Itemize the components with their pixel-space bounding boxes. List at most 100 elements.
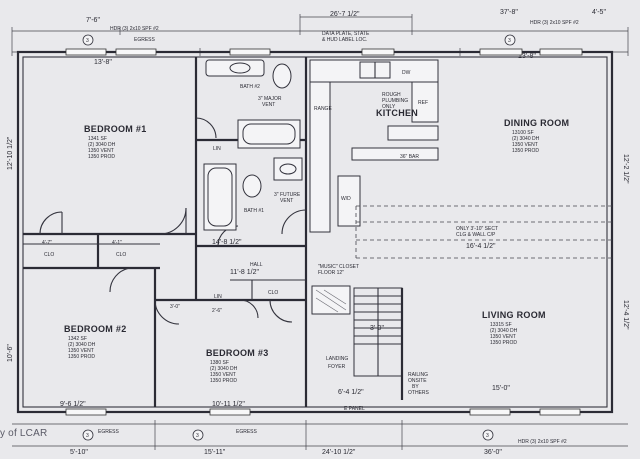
dim-stair-width: 3'-0" — [370, 325, 384, 332]
bath1-fixtures — [203, 157, 303, 231]
toilet — [242, 174, 262, 198]
label-ref: REF — [418, 100, 428, 106]
room-bath2-name: BATH #2 — [240, 84, 260, 90]
room-bath2-note: 3" MAJOR — [258, 96, 282, 102]
room-bath2-note: VENT — [262, 102, 275, 108]
dim-top-right-b: 4'-5" — [592, 9, 606, 16]
room-lin2-name: LIN — [214, 294, 222, 300]
dim-bottom-left: 5'-10" — [70, 449, 88, 456]
window-tag-label: 3 — [486, 433, 489, 439]
dim-bottom-right: 36'-0" — [484, 449, 502, 456]
room-bedroom2-name: BEDROOM #2 — [64, 324, 127, 334]
label-wd: W/D — [341, 196, 351, 202]
note-rough-plumbing-2: PLUMBING — [382, 98, 408, 104]
room-bath1-name: BATH #1 — [244, 208, 264, 214]
dim-clo-width: 3'-0" — [170, 304, 180, 310]
room-living-note: 1350 PROD — [490, 340, 517, 346]
room-living-note: (2) 3040 DH — [490, 328, 518, 334]
window-tag-label: 3 — [508, 38, 511, 44]
room-bedroom3-name: BEDROOM #3 — [206, 348, 269, 358]
note-header-bottom: HDR (3) 2x10 SPF #2 — [518, 439, 567, 445]
room-clo2-name: CLO — [116, 252, 126, 258]
side-counter — [309, 81, 331, 233]
note-data-plate-2: & HUD LABEL LOC. — [322, 37, 367, 43]
dim-top-right-a: 37'-8" — [500, 9, 518, 16]
window-tag-label: 3 — [196, 433, 199, 439]
dim-landing-width: 6'-4 1/2" — [338, 389, 364, 396]
window-tag — [82, 429, 94, 441]
label-range: RANGE — [314, 106, 332, 112]
window-tags: 3 3 3 3 3 — [82, 34, 516, 441]
dim-living-width: 15'-0" — [492, 385, 510, 392]
dim-dining-span: 16'-4 1/2" — [466, 243, 496, 250]
room-dining-note: (2) 3040 DH — [512, 136, 540, 142]
bar-counter — [387, 125, 439, 141]
note-railing: RAILING — [408, 372, 428, 378]
pantry — [337, 175, 361, 227]
windows-bottom — [65, 408, 581, 416]
note-beam: ONLY 3'-10" SECT — [456, 226, 498, 232]
dim-bed2-width: 9'-6 1/2" — [60, 401, 86, 408]
note-egress-bottom-left: EGRESS — [98, 429, 120, 435]
door-swings — [39, 117, 307, 325]
window-tag — [192, 429, 204, 441]
dim-top-left-width: 7'-6" — [86, 17, 100, 24]
room-kitchen-name: KITCHEN — [376, 108, 418, 118]
room-bedroom1-note: 1350 PROD — [88, 154, 115, 160]
dim-top-kitchen: 26'-7 1/2" — [330, 11, 360, 18]
stairs — [311, 285, 404, 400]
room-bath1-note: 3" FUTURE — [274, 192, 301, 198]
room-bedroom2-note: 1350 VENT — [68, 348, 94, 354]
dim-bottom-mid: 15'-11" — [204, 449, 226, 456]
note-rough-plumbing: ROUGH — [382, 92, 401, 98]
room-bedroom2-note: (2) 3040 DH — [68, 342, 96, 348]
sink — [279, 163, 297, 175]
room-bedroom3-note: (2) 3040 DH — [210, 366, 238, 372]
label-foyer: FOYER — [328, 364, 346, 370]
windows-top — [65, 48, 583, 56]
note-data-plate: DATA PLATE, STATE — [322, 31, 370, 37]
room-bath1-note: VENT — [280, 198, 293, 204]
beam-lines — [355, 205, 612, 259]
room-bedroom1-note: 1350 VENT — [88, 148, 114, 154]
note-egress-top: EGRESS — [134, 37, 156, 43]
note-music-closet: "MUSIC" CLOSET — [318, 264, 359, 270]
room-living-note: 1350 VENT — [490, 334, 516, 340]
bar — [351, 147, 439, 161]
room-hall-name: HALL — [250, 262, 263, 268]
dim-bath-closet: 4'-1" — [112, 240, 122, 246]
dim-left-bed2: 10'-6" — [7, 344, 14, 362]
note-music-floor: FLOOR 12" — [318, 270, 344, 276]
kitchen-cabinets — [309, 59, 439, 233]
ref-space — [411, 81, 439, 123]
window-tag-label: 3 — [86, 38, 89, 44]
window-tag-label: 3 — [86, 433, 89, 439]
dim-left-bed1: 12'-10 1/2" — [7, 136, 14, 170]
room-dining-note: 1350 VENT — [512, 142, 538, 148]
room-bedroom1-note: 1341 SF — [88, 136, 107, 142]
dim-right-dining: 12'-2 1/2" — [622, 154, 629, 184]
room-clo3-name: CLO — [268, 290, 278, 296]
room-dining-note: 13100 SF — [512, 130, 534, 136]
room-dining-note: 1350 PROD — [512, 148, 539, 154]
dim-bottom-stair: 24'-10 1/2" — [322, 449, 356, 456]
note-railing-2: ONSITE — [408, 378, 427, 384]
dim-top-bed1: 13'-8" — [94, 59, 112, 66]
label-bar: 36" BAR — [400, 154, 419, 160]
note-rough-plumbing-3: ONLY — [382, 104, 396, 110]
note-egress-bottom-mid: EGRESS — [236, 429, 258, 435]
window-tag — [82, 34, 94, 46]
note-header-right: HDR (3) 2x10 SPF #2 — [530, 20, 579, 26]
dim-bed1-closet: 4'-7" — [42, 240, 52, 246]
exterior-wall-inner — [22, 56, 608, 408]
bath2-fixtures — [205, 59, 301, 149]
label-dw: DW — [402, 70, 411, 76]
dim-hall-length: 11'-8 1/2" — [230, 269, 260, 276]
room-lin1-name: LIN — [213, 146, 221, 152]
dim-right-living: 12'-4 1/2" — [622, 300, 629, 330]
dim-bed3-width: 10'-11 1/2" — [212, 401, 245, 408]
room-bedroom3-note: 1350 PROD — [210, 378, 237, 384]
note-beam-2: CLG & WALL C/P — [456, 232, 496, 238]
room-dining-name: DINING ROOM — [504, 118, 569, 128]
